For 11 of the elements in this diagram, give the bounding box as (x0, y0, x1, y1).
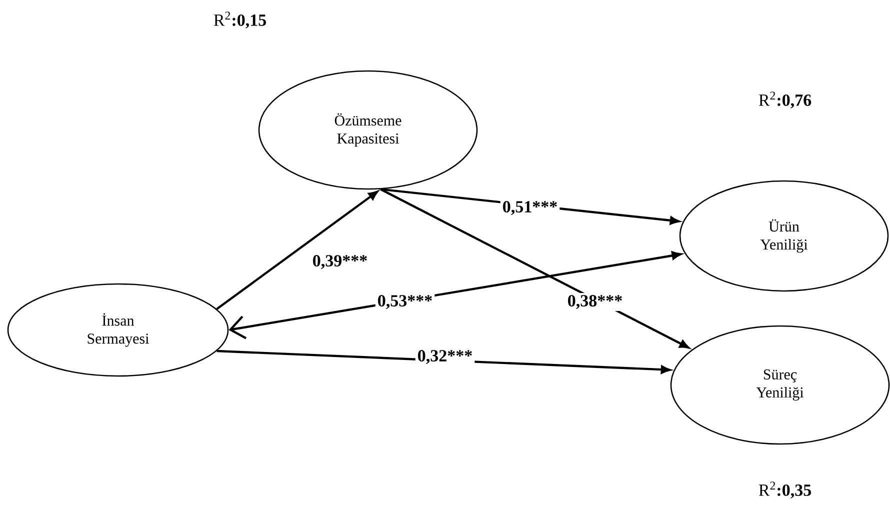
path-coefficient: 0,38*** (565, 293, 625, 311)
path-coefficient: 0,53*** (375, 293, 435, 311)
r-squared-label: R$^{2}$:0,35 (758, 482, 811, 498)
path-coefficient: 0,39*** (310, 253, 370, 271)
r-squared-label: R$^{2}$:0,15 (214, 12, 266, 28)
path-arrow (380, 188, 690, 349)
path-coefficient: 0,51*** (500, 199, 560, 217)
r-squared-label: R$^{2}$:0,76 (758, 92, 812, 108)
path-coefficient: 0,32*** (415, 348, 475, 366)
path-arrow (228, 251, 682, 340)
path-arrow (216, 190, 378, 310)
